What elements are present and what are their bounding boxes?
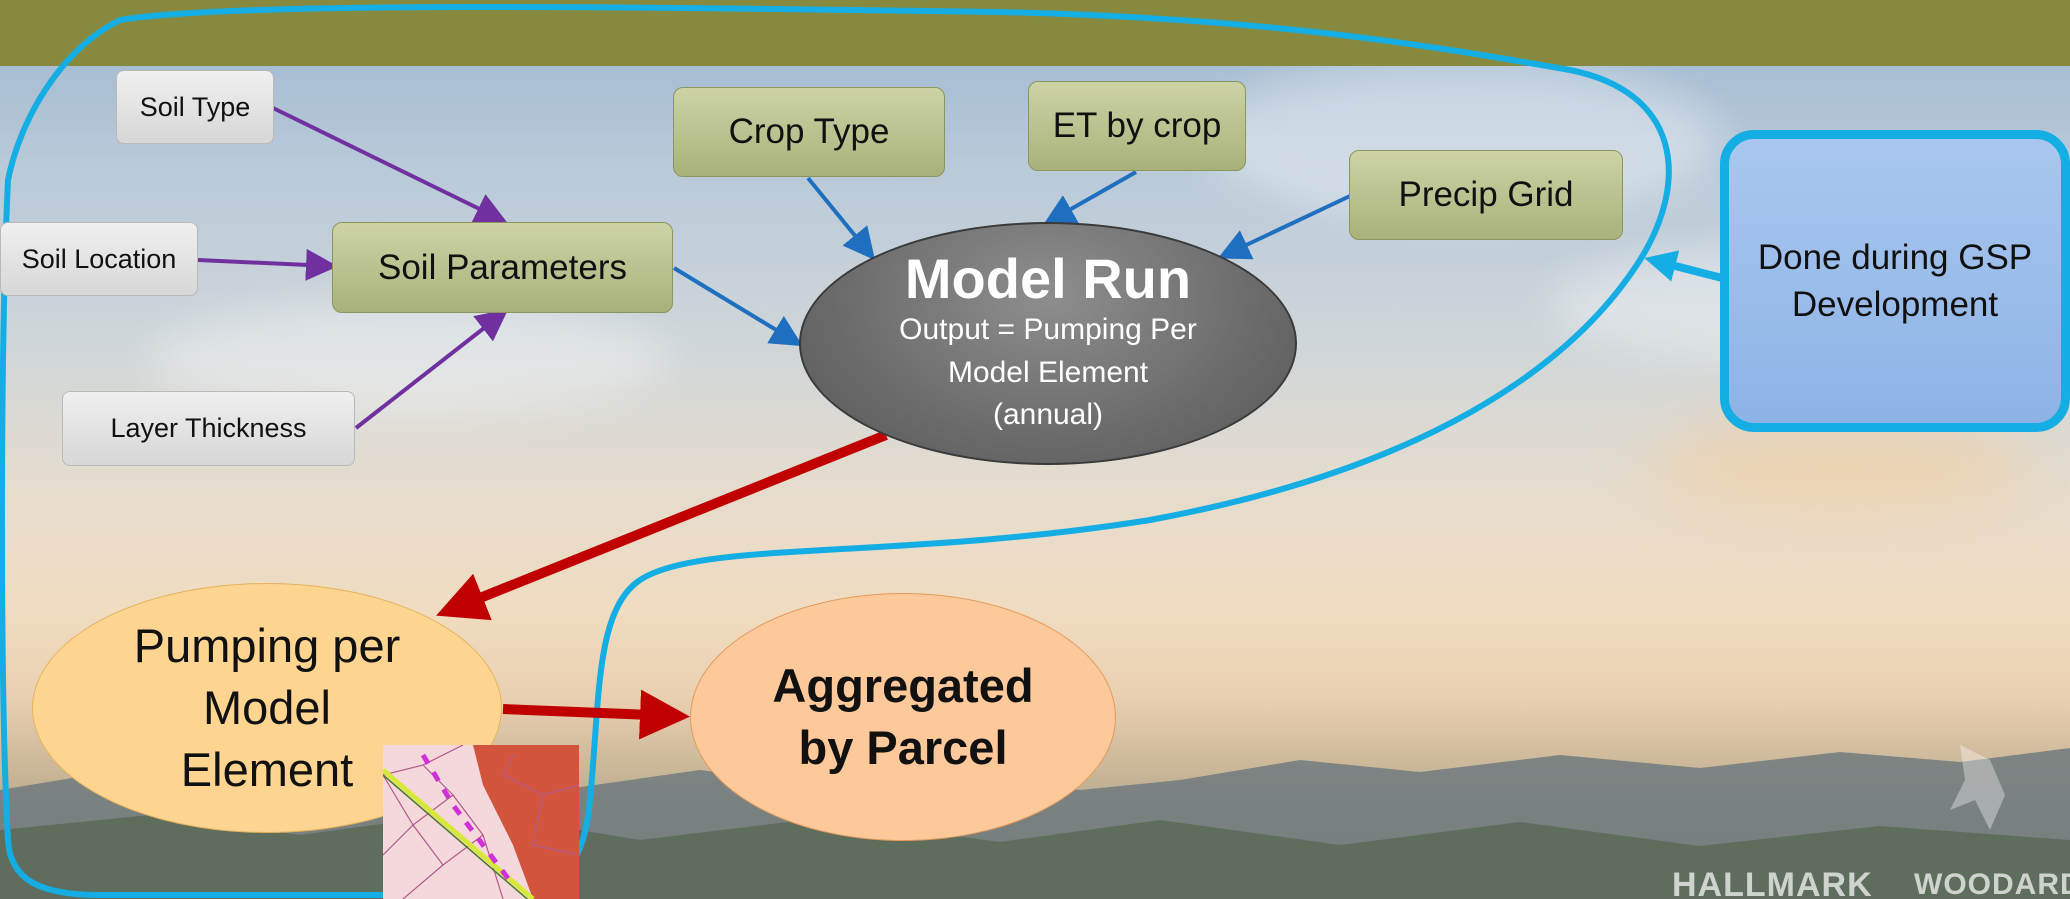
model-mesh-map-thumbnail bbox=[383, 745, 579, 899]
logo-hallmark: HALLMARK bbox=[1672, 866, 1873, 899]
soil-location-label: Soil Location bbox=[21, 243, 177, 274]
et-by-crop-label: ET by crop bbox=[1052, 106, 1222, 145]
gsp-line2: Development bbox=[1791, 285, 1999, 324]
gsp-scope-outline bbox=[0, 4, 1672, 898]
soil-type-box: Soil Type bbox=[116, 70, 274, 144]
done-during-gsp-box: Done during GSP Development bbox=[1720, 130, 2070, 432]
model-run-ellipse: Model Run Output = Pumping Per Model Ele… bbox=[799, 222, 1297, 465]
pumping-line1: Pumping per bbox=[133, 618, 401, 672]
arrow-layer-thickness-to-soil-parameters bbox=[354, 309, 509, 430]
et-by-crop-box: ET by crop bbox=[1028, 81, 1246, 171]
soil-parameters-label: Soil Parameters bbox=[378, 247, 627, 287]
arrow-soil-type-to-soil-parameters bbox=[272, 106, 508, 223]
model-run-output-line1: Output = Pumping Per bbox=[899, 313, 1197, 346]
layer-thickness-label: Layer Thickness bbox=[110, 413, 307, 443]
crop-type-label: Crop Type bbox=[728, 112, 890, 151]
precip-grid-box: Precip Grid bbox=[1349, 150, 1623, 240]
crop-type-box: Crop Type bbox=[673, 87, 945, 177]
soil-type-label: Soil Type bbox=[139, 91, 251, 122]
layer-thickness-box: Layer Thickness bbox=[62, 391, 355, 466]
aggregated-by-parcel-ellipse: Aggregated by Parcel bbox=[690, 593, 1116, 841]
soil-parameters-box: Soil Parameters bbox=[332, 222, 673, 313]
background-sun-glow bbox=[1650, 420, 2030, 510]
arrow-soil-location-to-soil-parameters bbox=[197, 248, 338, 281]
arrow-et-by-crop-to-model-run bbox=[1043, 170, 1137, 225]
soil-location-box: Soil Location bbox=[0, 222, 198, 296]
arrow-precip-grid-to-model-run bbox=[1217, 194, 1351, 260]
model-run-output-line3: (annual) bbox=[992, 398, 1104, 432]
arrow-soil-parameters-to-model-run bbox=[672, 266, 803, 347]
aggregated-line2: by Parcel bbox=[798, 721, 1008, 774]
pumping-line2: Model bbox=[202, 680, 331, 734]
arrow-model-run-to-pumping bbox=[436, 430, 888, 621]
aggregated-line1: Aggregated bbox=[772, 658, 1034, 712]
model-run-title: Model Run bbox=[904, 247, 1192, 311]
logo-woodard: WOODARD bbox=[1914, 868, 2070, 899]
model-run-output-line2: Model Element bbox=[947, 355, 1149, 389]
precip-grid-label: Precip Grid bbox=[1398, 175, 1574, 214]
arrow-pumping-to-aggregated bbox=[502, 689, 690, 740]
gsp-line1: Done during GSP bbox=[1757, 237, 2033, 277]
arrow-crop-type-to-model-run bbox=[806, 176, 876, 261]
arrow-gsp-callout bbox=[1644, 250, 1723, 282]
pumping-line3: Element bbox=[180, 743, 354, 797]
